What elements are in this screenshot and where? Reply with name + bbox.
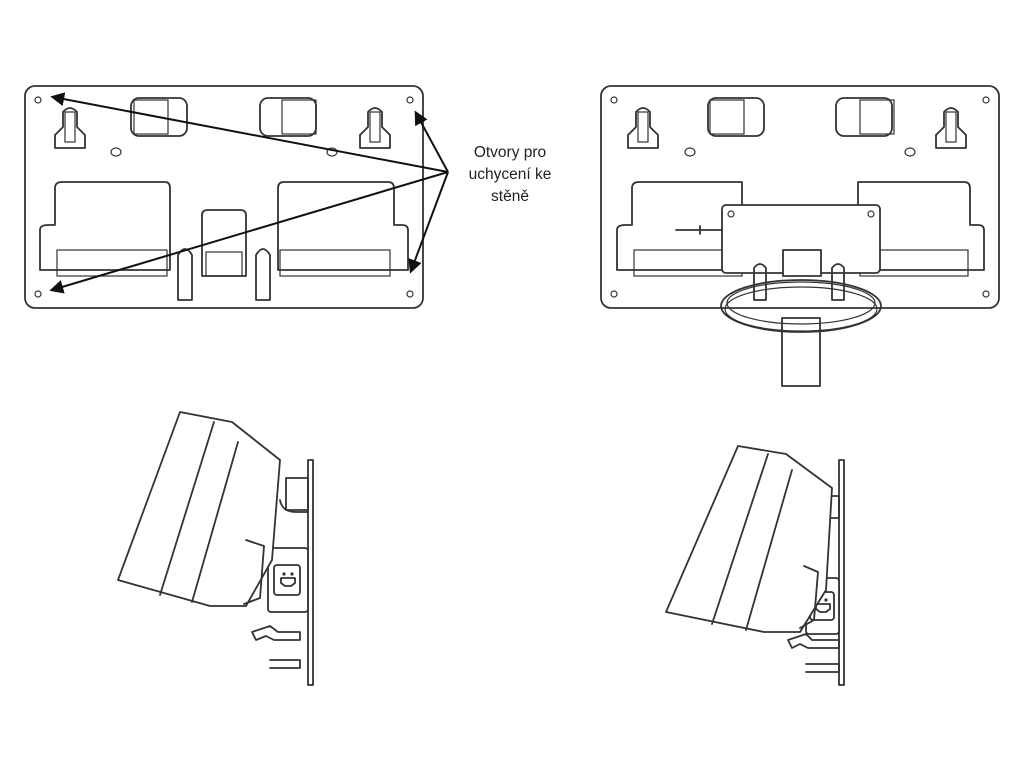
mounting-plate-front-view: [24, 85, 424, 309]
side-view-upper-mount: [117, 411, 314, 686]
mounting-plate-pole-view: [600, 85, 1000, 387]
hole-pointer-arrows: [49, 92, 449, 294]
mounting-hole: [34, 96, 42, 104]
side-view-lower-mount: [665, 445, 845, 686]
mounting-hole: [406, 290, 414, 298]
mounting-hole: [406, 96, 414, 104]
wall-holes-caption: Otvory pro uchycení ke stěně: [468, 144, 552, 205]
mounting-hole: [34, 290, 42, 298]
